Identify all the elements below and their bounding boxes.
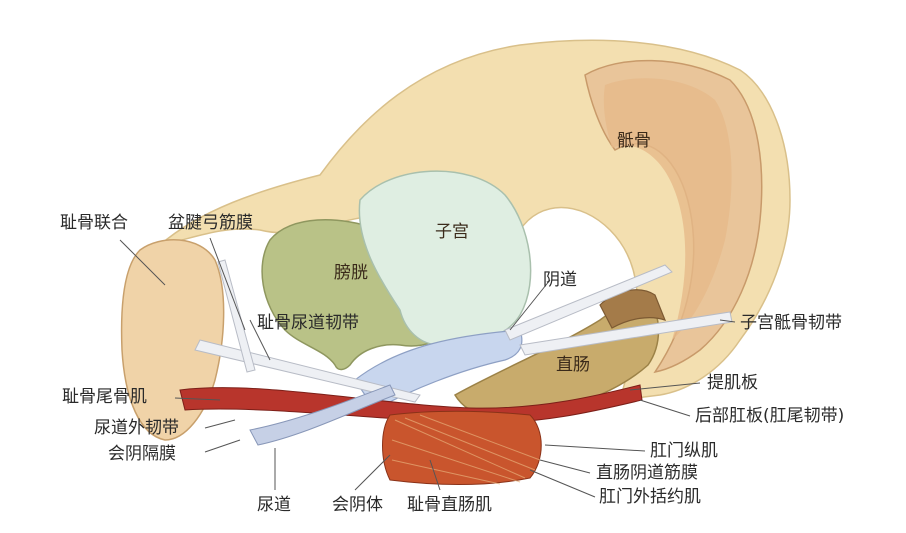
label-external-urethral-ligament: 尿道外韧带 [94, 418, 179, 438]
label-pubococcygeus: 耻骨尾骨肌 [62, 387, 147, 407]
label-arcus-tendineus: 盆腱弓筋膜 [168, 213, 253, 233]
label-urethra: 尿道 [257, 495, 291, 515]
label-pubic-symphysis: 耻骨联合 [60, 213, 128, 233]
label-perineal-body: 会阴体 [332, 495, 383, 515]
label-external-anal-sphincter: 肛门外括约肌 [599, 487, 701, 507]
label-uterus: 子宫 [435, 222, 469, 242]
label-rectum: 直肠 [556, 355, 590, 375]
label-perineal-membrane: 会阴隔膜 [108, 444, 176, 464]
sacrum-inner [603, 78, 732, 341]
label-uterosacral-ligament: 子宫骶骨韧带 [740, 313, 842, 333]
label-bladder: 膀胱 [334, 263, 368, 283]
label-sacrum: 骶骨 [617, 131, 651, 151]
leader-lines [119, 237, 736, 498]
muscle-fibers [391, 414, 541, 485]
label-levator-plate: 提肌板 [707, 373, 758, 393]
ligament-band-4 [217, 259, 256, 373]
label-pubourethral-ligament: 耻骨尿道韧带 [257, 313, 359, 333]
label-posterior-anal-plate: 后部肛板(肛尾韧带) [695, 406, 845, 426]
urethra-shape [249, 384, 396, 446]
label-vagina: 阴道 [543, 270, 577, 290]
perineal-muscle-mesh [382, 410, 542, 486]
label-longitudinal-anal-muscle: 肛门纵肌 [650, 441, 718, 461]
label-puborectalis: 耻骨直肠肌 [407, 495, 492, 515]
uterus-shape [358, 170, 532, 346]
label-rectovaginal-fascia: 直肠阴道筋膜 [596, 463, 698, 483]
pubic-bone-shape [120, 239, 225, 441]
ligament-band-2 [504, 264, 673, 341]
